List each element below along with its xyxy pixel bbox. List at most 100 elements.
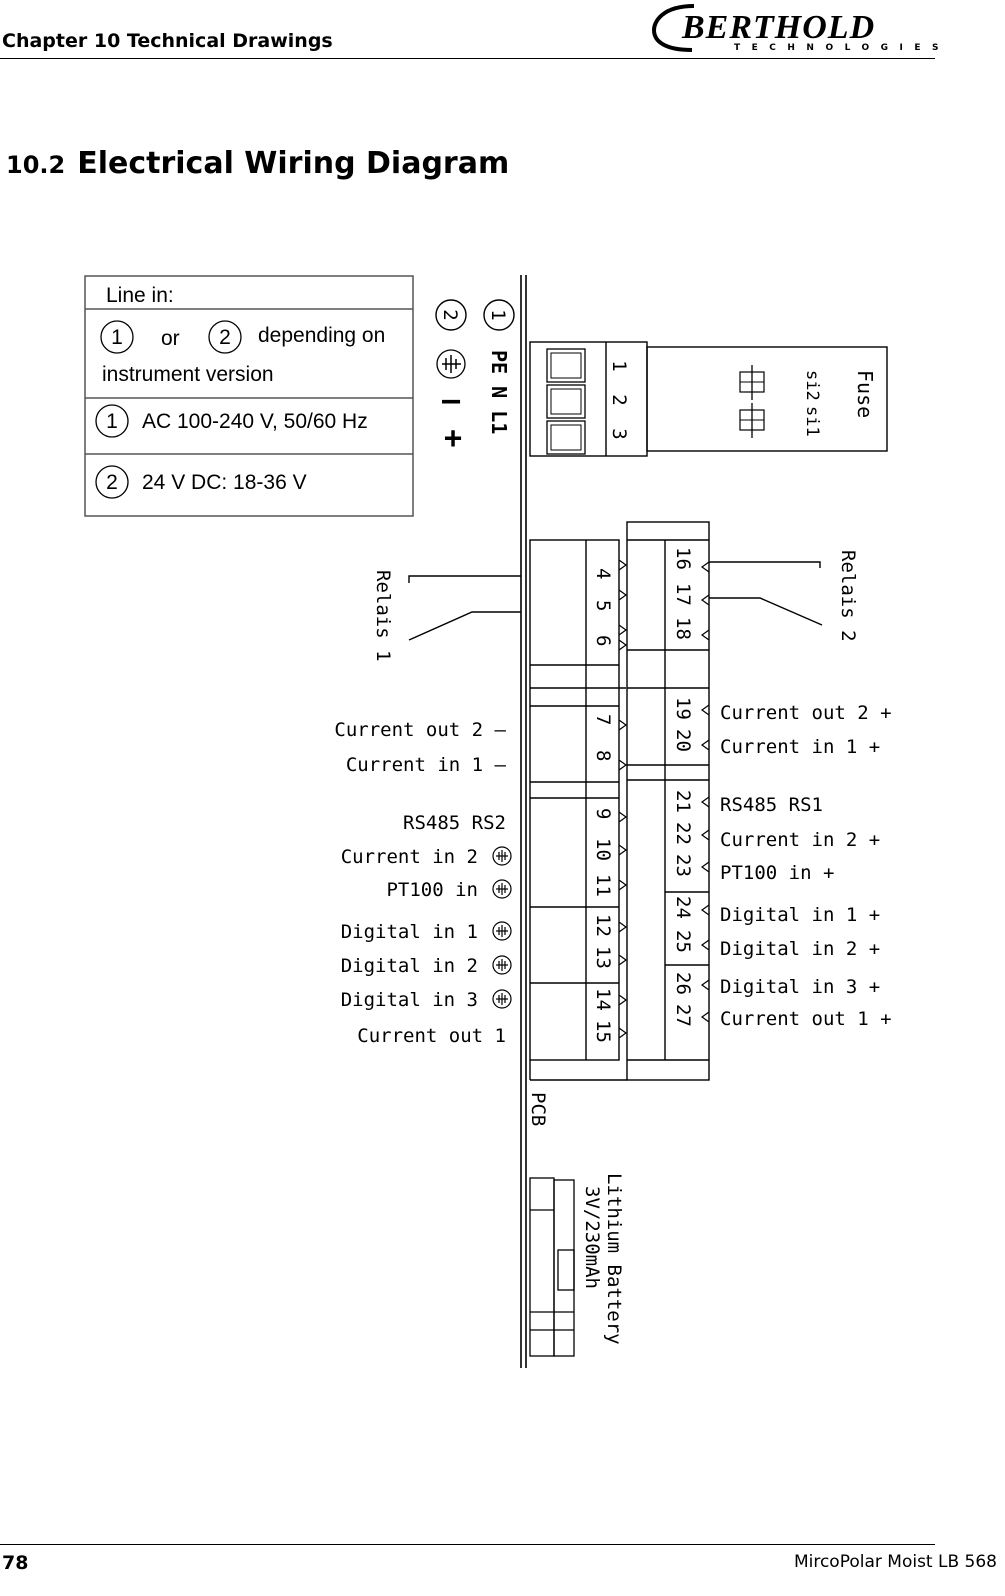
label-current-out-2-minus: Current out 2 – — [334, 719, 506, 741]
si2-label: si2 — [802, 370, 822, 401]
label-current-out-2-plus: Current out 2 + — [720, 702, 892, 724]
battery-label-1: Lithium Battery — [603, 1173, 625, 1345]
power-circle-2: 2 — [439, 309, 461, 320]
fuse-label: Fuse — [853, 370, 877, 418]
berthold-logo: BERTHOLD TECHNOLOGIES — [652, 4, 942, 53]
terminal-19: 19 — [672, 697, 694, 720]
label-digital-in-1: Digital in 1 — [341, 921, 478, 943]
ground-icon — [492, 921, 512, 941]
terminal-8: 8 — [592, 750, 614, 761]
left-labels: Current out 2 – Current in 1 – RS485 RS2… — [334, 719, 506, 1047]
terminal-25: 25 — [672, 930, 694, 953]
section-number: 10.2 — [6, 151, 66, 179]
legend-row2-text: 24 V DC: 18-36 V — [142, 471, 307, 494]
legend-or: or — [161, 327, 180, 350]
left-terminal-numbers: 4 5 6 7 8 9 10 11 12 13 14 15 — [592, 568, 614, 1043]
label-pt100-in-plus: PT100 in + — [720, 862, 834, 884]
label-pt100-in: PT100 in — [386, 879, 478, 901]
pe-n-l1-label: PE N L1 — [487, 350, 511, 434]
terminal-17: 17 — [672, 583, 694, 606]
label-digital-in-3: Digital in 3 — [341, 989, 478, 1011]
battery-label-2: 3V/230mAh — [581, 1186, 603, 1289]
pcb-edge — [520, 275, 527, 1368]
document-name: MircoPolar Moist LB 568 — [793, 1552, 997, 1572]
power-terminal-1: 1 — [608, 360, 630, 371]
pcb-label: PCB — [527, 1092, 549, 1126]
ground-icon — [492, 846, 512, 866]
ground-symbols — [492, 846, 512, 1009]
power-connector: 1 2 PE N L1 – + 1 2 3 — [435, 299, 888, 457]
footer-rule — [0, 1544, 935, 1545]
earth-icon — [436, 349, 466, 379]
terminal-5: 5 — [592, 600, 614, 611]
legend-opt2: 2 — [219, 326, 231, 349]
terminal-18: 18 — [672, 617, 694, 640]
label-current-out-1-plus: Current out 1 + — [720, 1008, 892, 1030]
relay-2 — [709, 561, 823, 626]
terminal-9: 9 — [592, 808, 614, 819]
right-labels: Current out 2 + Current in 1 + RS485 RS1… — [720, 702, 892, 1030]
terminal-16: 16 — [672, 547, 694, 570]
label-current-in-2: Current in 2 — [341, 846, 478, 868]
right-terminal-numbers: 16 17 18 19 20 21 22 23 24 25 26 27 — [672, 547, 694, 1027]
terminal-24: 24 — [672, 896, 694, 919]
label-current-out-1: Current out 1 — [357, 1025, 506, 1047]
minus-sign: – — [442, 383, 461, 418]
terminal-21: 21 — [672, 790, 694, 813]
logo-main-text: BERTHOLD — [681, 9, 875, 46]
terminal-27: 27 — [672, 1004, 694, 1027]
battery-holder — [529, 1177, 575, 1357]
label-digital-in-3-plus: Digital in 3 + — [720, 976, 880, 998]
legend-row1-text: AC 100-240 V, 50/60 Hz — [142, 410, 368, 433]
relay-1 — [408, 575, 521, 641]
terminal-4: 4 — [592, 568, 614, 579]
relais-2-label: Relais 2 — [837, 550, 859, 642]
terminal-12: 12 — [592, 914, 614, 937]
ground-icon — [492, 955, 512, 975]
terminal-7: 7 — [592, 714, 614, 725]
logo-sub-text: TECHNOLOGIES — [734, 43, 942, 53]
terminal-15: 15 — [592, 1020, 614, 1043]
section-heading: 10.2 Electrical Wiring Diagram — [6, 146, 509, 181]
page-number: 78 — [2, 1552, 29, 1574]
terminal-blocks — [529, 521, 710, 1081]
terminal-13: 13 — [592, 946, 614, 969]
terminal-6: 6 — [592, 635, 614, 646]
power-circle-1: 1 — [487, 309, 509, 320]
si1-label: si1 — [802, 406, 822, 437]
legend-opt1: 1 — [111, 326, 123, 349]
label-rs485-rs2: RS485 RS2 — [403, 812, 506, 834]
fuse-si2-icon — [739, 365, 765, 400]
terminal-11: 11 — [592, 874, 614, 897]
page-header: Chapter 10 Technical Drawings BERTHOLD T… — [0, 0, 939, 59]
ground-icon — [492, 989, 512, 1009]
label-digital-in-2: Digital in 2 — [341, 955, 478, 977]
legend-depending: depending on — [258, 324, 385, 347]
label-digital-in-1-plus: Digital in 1 + — [720, 904, 880, 926]
power-terminal-3: 3 — [608, 428, 630, 439]
terminal-20: 20 — [672, 729, 694, 752]
terminal-23: 23 — [672, 854, 694, 877]
plus-sign: + — [444, 421, 462, 456]
legend-version: instrument version — [102, 363, 274, 386]
relais-1-label: Relais 1 — [372, 570, 394, 662]
section-title: Electrical Wiring Diagram — [77, 146, 510, 181]
legend-title: Line in: — [106, 284, 174, 307]
label-current-in-1-minus: Current in 1 – — [346, 754, 507, 776]
label-rs485-rs1: RS485 RS1 — [720, 794, 823, 816]
terminal-10: 10 — [592, 838, 614, 861]
power-terminal-2: 2 — [608, 394, 630, 405]
line-in-legend: Line in: 1 or 2 depending on instrument … — [84, 275, 414, 517]
label-digital-in-2-plus: Digital in 2 + — [720, 938, 880, 960]
label-current-in-1-plus: Current in 1 + — [720, 736, 880, 758]
chapter-title: Chapter 10 Technical Drawings — [2, 30, 333, 52]
ground-icon — [492, 879, 512, 899]
terminal-22: 22 — [672, 822, 694, 845]
fuse-si1-icon — [739, 403, 765, 438]
terminal-14: 14 — [592, 988, 614, 1011]
legend-row2-num: 2 — [106, 471, 118, 494]
label-current-in-2-plus: Current in 2 + — [720, 829, 880, 851]
legend-row1-num: 1 — [106, 410, 118, 433]
terminal-26: 26 — [672, 972, 694, 995]
